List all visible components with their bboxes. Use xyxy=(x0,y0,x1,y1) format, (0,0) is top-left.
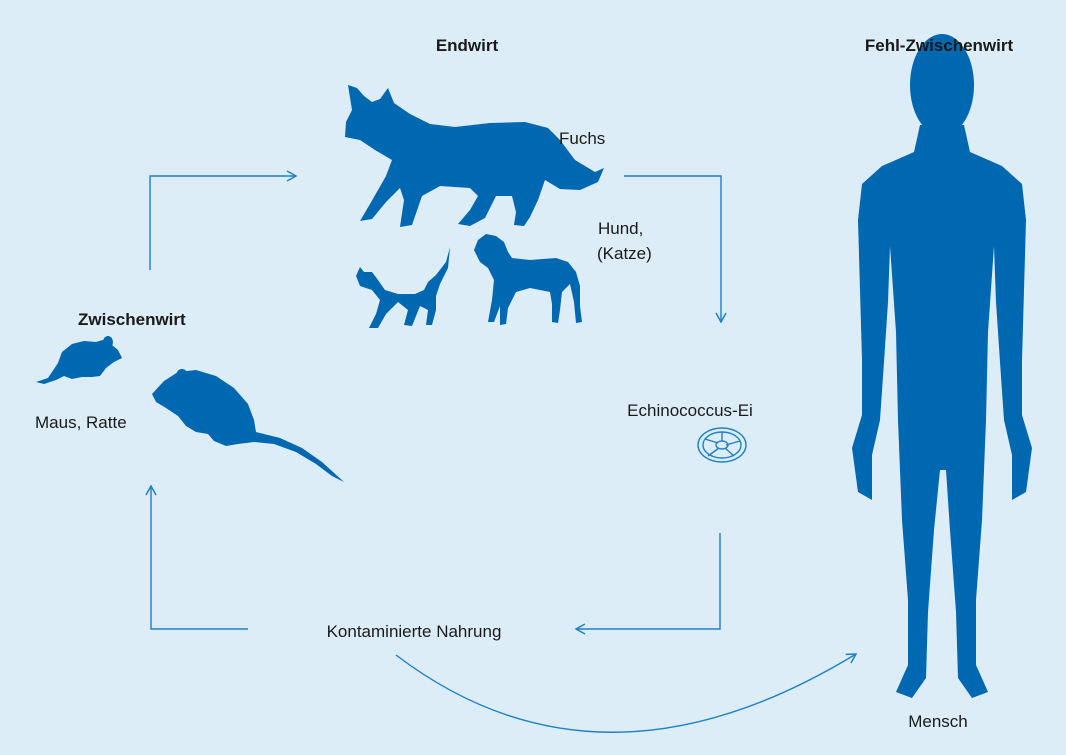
label-katze: (Katze) xyxy=(597,243,652,265)
cat-icon xyxy=(356,247,450,328)
arrow-food-to-rodent xyxy=(151,486,248,629)
label-maus-ratte: Maus, Ratte xyxy=(35,412,127,434)
arrow-egg-to-food xyxy=(576,533,720,629)
label-endwirt: Endwirt xyxy=(436,35,498,57)
arrow-rodent-to-host xyxy=(150,176,296,270)
label-fuchs: Fuchs xyxy=(559,128,605,150)
label-zwischenwirt: Zwischenwirt xyxy=(78,309,186,331)
label-mensch: Mensch xyxy=(908,711,968,733)
label-fehl-zwischenwirt: Fehl-Zwischenwirt xyxy=(865,35,1013,57)
fox-icon xyxy=(345,85,604,227)
human-icon xyxy=(852,34,1032,698)
mouse-icon xyxy=(36,336,122,384)
egg-icon xyxy=(698,428,746,462)
label-kontaminierte-nahrung: Kontaminierte Nahrung xyxy=(327,621,502,643)
arrow-food-to-human xyxy=(396,654,856,732)
label-hund: Hund, xyxy=(598,218,643,240)
label-echinococcus-ei: Echinococcus-Ei xyxy=(627,400,753,422)
rat-icon xyxy=(152,369,344,482)
dog-icon xyxy=(474,234,582,325)
